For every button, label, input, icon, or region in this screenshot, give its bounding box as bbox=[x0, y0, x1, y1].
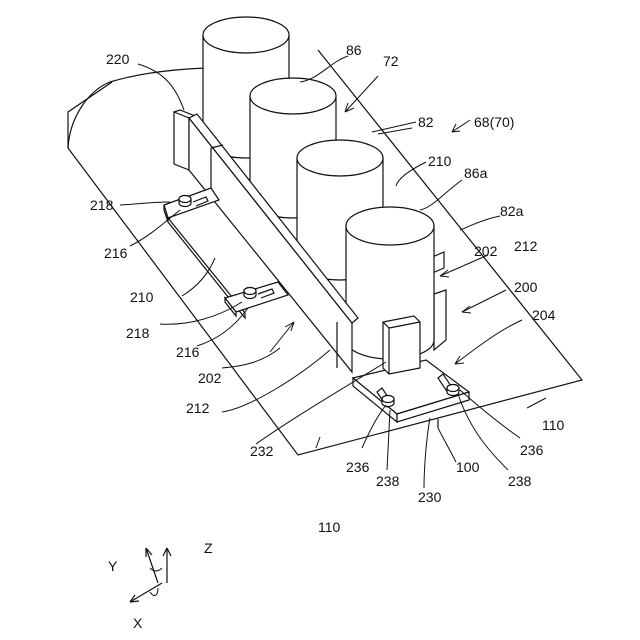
y-axis-line bbox=[146, 548, 158, 583]
label-86a: 86a bbox=[464, 165, 488, 181]
label-238-right: 238 bbox=[508, 473, 532, 489]
label-212-left: 212 bbox=[186, 400, 210, 416]
axis-label-z: Z bbox=[204, 540, 213, 556]
label-202-right: 202 bbox=[474, 243, 498, 259]
label-218-lower: 218 bbox=[126, 325, 150, 341]
label-86: 86 bbox=[346, 42, 362, 58]
label-236-right: 236 bbox=[520, 442, 544, 458]
label-204: 204 bbox=[532, 307, 556, 323]
label-216-lower: 216 bbox=[176, 344, 200, 360]
label-216-upper: 216 bbox=[104, 245, 128, 261]
label-202-left: 202 bbox=[198, 370, 222, 386]
label-68-70: 68(70) bbox=[474, 114, 514, 130]
label-232: 232 bbox=[250, 443, 274, 459]
label-110-right: 110 bbox=[542, 417, 565, 433]
label-110-bottom: 110 bbox=[318, 519, 341, 535]
label-210-left: 210 bbox=[130, 289, 154, 305]
label-82a: 82a bbox=[500, 203, 524, 219]
label-238-left: 238 bbox=[376, 473, 400, 489]
label-72: 72 bbox=[383, 53, 399, 69]
label-82: 82 bbox=[418, 114, 434, 130]
axis-label-y: Y bbox=[108, 558, 118, 574]
label-220: 220 bbox=[106, 51, 130, 67]
label-100: 100 bbox=[456, 459, 480, 475]
label-212-right: 212 bbox=[514, 238, 538, 254]
label-230: 230 bbox=[418, 489, 442, 505]
x-axis-arrowhead bbox=[130, 595, 139, 602]
axis-indicator: Z Y X bbox=[108, 540, 213, 631]
front-plate-232 bbox=[383, 316, 420, 374]
label-236-left: 236 bbox=[346, 459, 370, 475]
rotation-mark-2 bbox=[150, 568, 162, 571]
left-strip-lower bbox=[225, 282, 288, 316]
label-218-upper: 218 bbox=[90, 197, 114, 213]
label-210-top: 210 bbox=[428, 153, 452, 169]
label-200: 200 bbox=[514, 279, 538, 295]
axis-label-x: X bbox=[133, 615, 143, 631]
